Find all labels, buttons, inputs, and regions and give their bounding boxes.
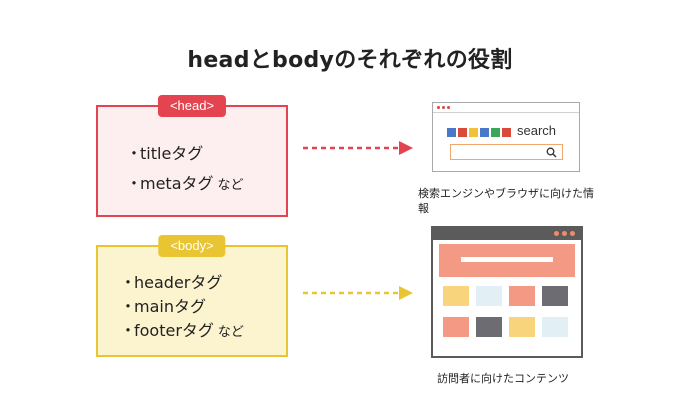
head-box: <head> ・titleタグ ・metaタグなど <box>96 95 288 217</box>
website-title-bar <box>433 228 581 240</box>
website-tile <box>509 286 535 306</box>
head-item: ・metaタグなど <box>126 169 286 199</box>
head-item-text: titleタグ <box>140 144 204 163</box>
body-item-suffix: など <box>217 325 244 340</box>
bullet: ・ <box>126 144 143 163</box>
body-arrow <box>303 286 413 300</box>
website-tile <box>542 286 568 306</box>
website-hero-line <box>461 257 553 262</box>
search-caption: 検索エンジンやブラウザに向けた情報 <box>418 187 594 215</box>
bullet: ・ <box>120 297 137 316</box>
bullet: ・ <box>120 273 137 292</box>
body-item-text: mainタグ <box>134 297 206 316</box>
website-tile <box>542 317 568 337</box>
website-tile <box>443 317 469 337</box>
search-field <box>450 144 563 160</box>
body-item-text: footerタグ <box>134 321 214 340</box>
body-item-list: ・headerタグ ・mainタグ ・footerタグなど <box>120 271 286 343</box>
website-tile <box>476 317 502 337</box>
body-item: ・mainタグ <box>120 295 286 319</box>
browser-dot <box>447 106 450 109</box>
browser-dot <box>437 106 440 109</box>
diagram-title: headとbodyのそれぞれの役割 <box>187 48 513 73</box>
website-tile <box>476 286 502 306</box>
website-dot <box>554 231 559 236</box>
body-item-text: headerタグ <box>134 273 223 292</box>
website-tile <box>509 317 535 337</box>
bullet: ・ <box>120 321 137 340</box>
head-tag-label: <head> <box>157 95 227 117</box>
website-dot <box>562 231 567 236</box>
website-dot <box>570 231 575 236</box>
search-word: search <box>517 123 557 138</box>
body-item: ・footerタグなど <box>120 319 286 343</box>
logo-square <box>447 128 456 137</box>
logo-square <box>480 128 489 137</box>
website-tile <box>443 286 469 306</box>
logo-square <box>458 128 467 137</box>
logo-square <box>469 128 478 137</box>
search-engine-illustration: search <box>432 102 580 172</box>
website-caption: 訪問者に向けたコンテンツ <box>437 372 569 385</box>
logo-squares <box>447 128 511 137</box>
head-arrow <box>303 141 413 155</box>
website-illustration <box>431 226 583 358</box>
head-item-text: metaタグ <box>140 174 214 193</box>
head-item: ・titleタグ <box>126 139 286 169</box>
body-item: ・headerタグ <box>120 271 286 295</box>
browser-title-bar <box>433 103 579 113</box>
body-tag-label: <body> <box>158 235 226 257</box>
head-item-list: ・titleタグ ・metaタグなど <box>126 139 286 199</box>
body-box: <body> ・headerタグ ・mainタグ ・footerタグなど <box>96 235 288 357</box>
logo-square <box>502 128 511 137</box>
head-item-suffix: など <box>217 178 244 193</box>
browser-dot <box>442 106 445 109</box>
search-icon <box>546 147 557 158</box>
bullet: ・ <box>126 174 143 193</box>
website-hero <box>439 244 575 277</box>
logo-square <box>491 128 500 137</box>
